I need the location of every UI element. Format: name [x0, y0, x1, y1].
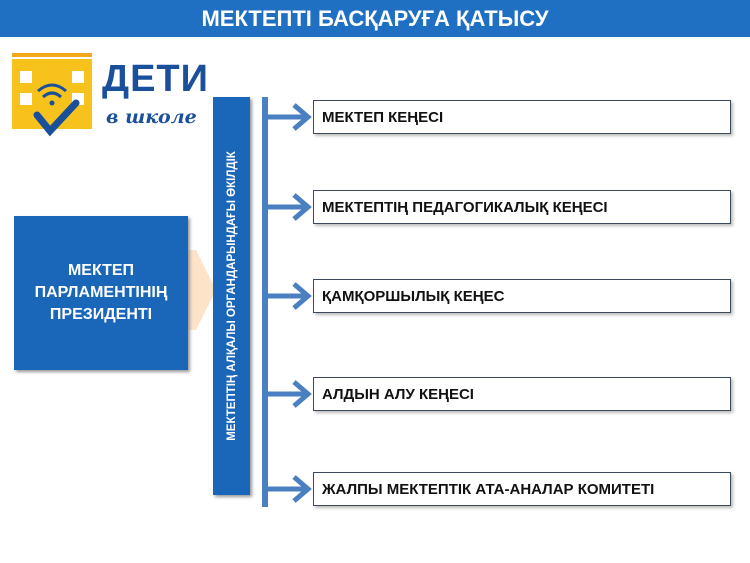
slide-title: МЕКТЕПТІ БАСҚАРУҒА ҚАТЫСУ [0, 0, 750, 37]
representation-bar: МЕКТЕПТІҢ АЛҚАЛЫ ОРГАНДАРЫНДАҒЫ ӨКІЛДІК [213, 97, 250, 495]
arrow-right-icon [266, 103, 312, 131]
arrow-right-icon [266, 380, 312, 408]
body-box-board-of-trustees: ҚАМҚОРШЫЛЫҚ КЕҢЕС [313, 279, 731, 313]
president-label: МЕКТЕП ПАРЛАМЕНТІНІҢ ПРЕЗИДЕНТІ [34, 262, 168, 323]
arrow-right-icon [266, 193, 312, 221]
logo-title: ДЕТИ [102, 58, 209, 100]
president-box: МЕКТЕП ПАРЛАМЕНТІНІҢ ПРЕЗИДЕНТІ [14, 216, 188, 370]
arrow-right-icon [266, 475, 312, 503]
logo-subtitle: в школе [106, 106, 197, 128]
body-box-prevention-council: АЛДЫН АЛУ КЕҢЕСІ [313, 377, 731, 411]
body-box-pedagogical-council: МЕКТЕПТІҢ ПЕДАГОГИКАЛЫҚ КЕҢЕСІ [313, 190, 731, 224]
logo-icon [12, 53, 92, 137]
body-box-parents-committee: ЖАЛПЫ МЕКТЕПТІК АТА-АНАЛАР КОМИТЕТІ [313, 472, 731, 506]
connector-line [262, 97, 268, 507]
arrow-right-icon [266, 282, 312, 310]
chevron-arrow-icon [186, 250, 216, 330]
body-box-school-council: МЕКТЕП КЕҢЕСІ [313, 100, 731, 134]
representation-label: МЕКТЕПТІҢ АЛҚАЛЫ ОРГАНДАРЫНДАҒЫ ӨКІЛДІК [225, 151, 238, 441]
